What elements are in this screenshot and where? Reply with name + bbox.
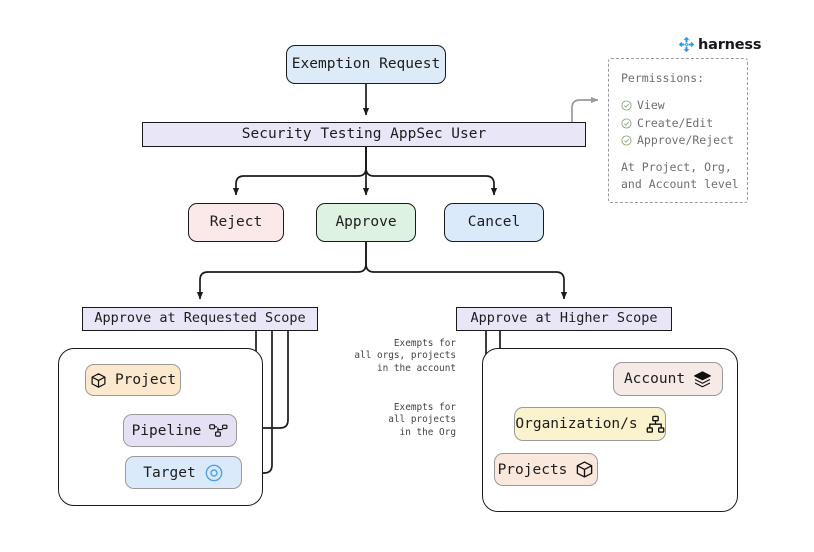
node-organizations[interactable]: Organization/s <box>514 407 666 441</box>
brand-name: harness <box>698 36 762 53</box>
brand-logo: harness <box>678 36 761 53</box>
harness-diamond-icon <box>678 36 695 53</box>
node-approve-higher-scope[interactable]: Approve at Higher Scope <box>456 307 672 331</box>
permissions-panel: Permissions: View Create/Edit Approve/Re… <box>608 58 748 203</box>
hierarchy-icon <box>646 415 665 434</box>
node-label: Projects <box>497 461 568 478</box>
layers-icon <box>693 370 712 389</box>
node-approve-requested-scope[interactable]: Approve at Requested Scope <box>82 307 318 331</box>
node-target[interactable]: Target <box>125 456 242 489</box>
node-label: Security Testing AppSec User <box>241 126 487 143</box>
node-approve[interactable]: Approve <box>316 203 416 242</box>
node-appsec-user[interactable]: Security Testing AppSec User <box>142 122 586 147</box>
permission-label: Create/Edit <box>637 115 714 130</box>
edge-label-account-exempts: Exempts for all orgs, projects in the ac… <box>354 338 456 374</box>
node-cancel[interactable]: Cancel <box>444 203 544 242</box>
node-label: Exemption Request <box>291 56 441 73</box>
node-project[interactable]: Project <box>85 364 181 396</box>
target-icon <box>204 463 224 483</box>
node-label: Project <box>114 372 177 388</box>
permission-label: View <box>637 98 665 113</box>
check-circle-icon <box>621 100 632 111</box>
node-label: Approve at Higher Scope <box>470 310 658 327</box>
permissions-title: Permissions: <box>621 71 705 85</box>
node-label: Approve at Requested Scope <box>94 310 306 327</box>
node-account[interactable]: Account <box>613 362 723 396</box>
check-circle-icon <box>621 135 632 146</box>
permissions-footer: At Project, Org, and Account level <box>621 160 739 192</box>
node-label: Target <box>143 464 196 481</box>
edge-label-org-exempts: Exempts for all projects in the Org <box>388 402 456 438</box>
check-circle-icon <box>621 118 632 129</box>
permission-item-approve-reject: Approve/Reject <box>621 132 747 149</box>
node-label: Approve <box>335 214 397 231</box>
node-label: Organization/s <box>515 416 638 432</box>
node-exemption-request[interactable]: Exemption Request <box>286 45 446 84</box>
cube-icon <box>575 460 594 479</box>
node-label: Reject <box>209 214 263 231</box>
permission-item-create-edit: Create/Edit <box>621 115 747 132</box>
node-projects[interactable]: Projects <box>494 453 598 486</box>
permission-label: Approve/Reject <box>637 132 734 147</box>
pipeline-icon <box>209 423 228 439</box>
permission-item-view: View <box>621 97 747 114</box>
node-label: Account <box>623 371 686 387</box>
node-reject[interactable]: Reject <box>188 203 284 242</box>
cube-icon <box>90 372 107 389</box>
node-label: Pipeline <box>131 422 202 439</box>
node-label: Cancel <box>467 214 521 231</box>
node-pipeline[interactable]: Pipeline <box>123 414 237 447</box>
